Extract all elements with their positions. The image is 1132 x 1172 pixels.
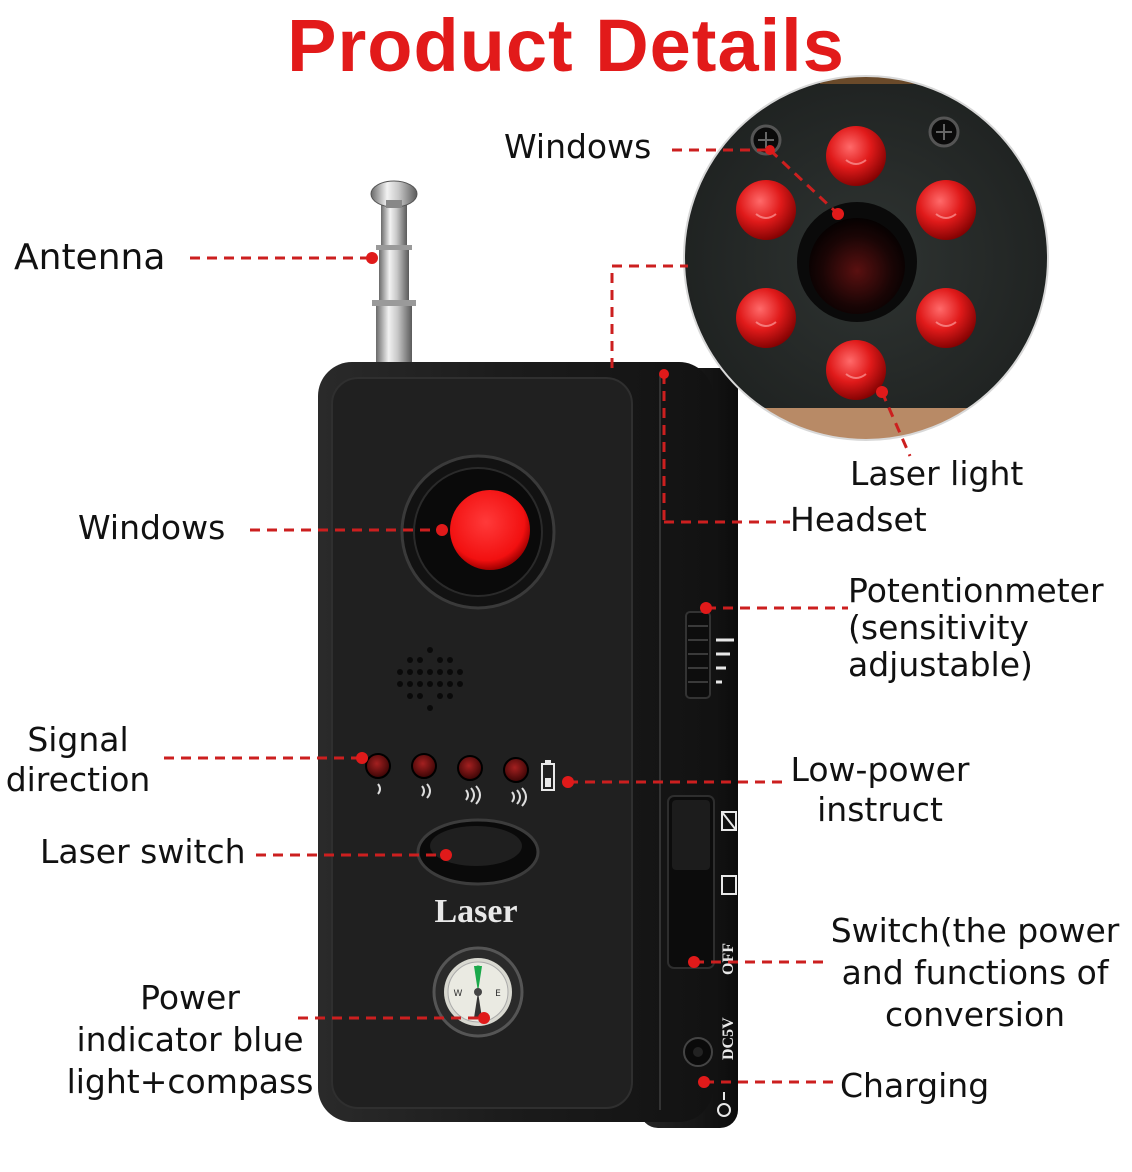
label-signal-direction-line-2: direction bbox=[5, 760, 151, 799]
label-power-indicator-line-2: indicator blue bbox=[76, 1020, 304, 1059]
label-windows-top: Windows bbox=[504, 127, 652, 166]
label-low-power-line-1: Low-power bbox=[790, 750, 970, 789]
label-headset: Headset bbox=[790, 500, 927, 539]
label-power-indicator: Power indicator blue light+compass bbox=[58, 977, 322, 1103]
label-low-power-line-2: instruct bbox=[817, 790, 943, 829]
label-potentiometer: Potentionmeter (sensitivity adjustable) bbox=[848, 572, 1104, 683]
label-low-power: Low-power instruct bbox=[782, 750, 978, 830]
label-potentiometer-line-3: adjustable) bbox=[848, 645, 1033, 684]
label-potentiometer-line-2: (sensitivity bbox=[848, 608, 1029, 647]
label-signal-direction: Signal direction bbox=[0, 720, 156, 800]
leader-lines bbox=[164, 148, 912, 1084]
compass: S E W bbox=[432, 946, 524, 1038]
svg-text:S: S bbox=[475, 965, 481, 975]
leader-dots bbox=[356, 145, 888, 1088]
label-switch-line-3: conversion bbox=[884, 995, 1066, 1034]
svg-text:W: W bbox=[454, 989, 463, 999]
label-potentiometer-line-1: Potentionmeter bbox=[848, 571, 1104, 610]
dc5v-mark: DC5V bbox=[720, 1017, 737, 1060]
label-signal-direction-line-1: Signal bbox=[27, 720, 129, 759]
power-symbol-icon bbox=[717, 1092, 731, 1117]
front-window bbox=[400, 454, 556, 610]
laser-text: Laser bbox=[434, 893, 517, 930]
label-power-indicator-line-1: Power bbox=[140, 978, 240, 1017]
label-switch: Switch(the power and functions of conver… bbox=[822, 910, 1128, 1036]
switch-off-mark: OFF bbox=[720, 943, 737, 975]
label-laser-switch: Laser switch bbox=[40, 832, 246, 871]
charging-port bbox=[683, 1037, 713, 1067]
signal-leds bbox=[365, 753, 555, 807]
svg-text:E: E bbox=[495, 989, 501, 999]
laser-button bbox=[416, 818, 540, 886]
label-switch-line-2: and functions of bbox=[841, 953, 1109, 992]
antenna bbox=[370, 180, 418, 368]
battery-icon bbox=[541, 760, 555, 791]
power-switch bbox=[667, 795, 737, 969]
label-switch-line-1: Switch(the power bbox=[830, 911, 1120, 950]
potentiometer-wheel bbox=[685, 611, 734, 699]
label-antenna: Antenna bbox=[14, 237, 166, 278]
speaker-grill bbox=[397, 647, 463, 711]
label-charging: Charging bbox=[840, 1066, 990, 1105]
label-laser-light: Laser light bbox=[850, 454, 1024, 493]
label-windows-front: Windows bbox=[78, 508, 226, 547]
page-title: Product Details bbox=[287, 4, 845, 87]
label-power-indicator-line-3: light+compass bbox=[66, 1062, 314, 1101]
